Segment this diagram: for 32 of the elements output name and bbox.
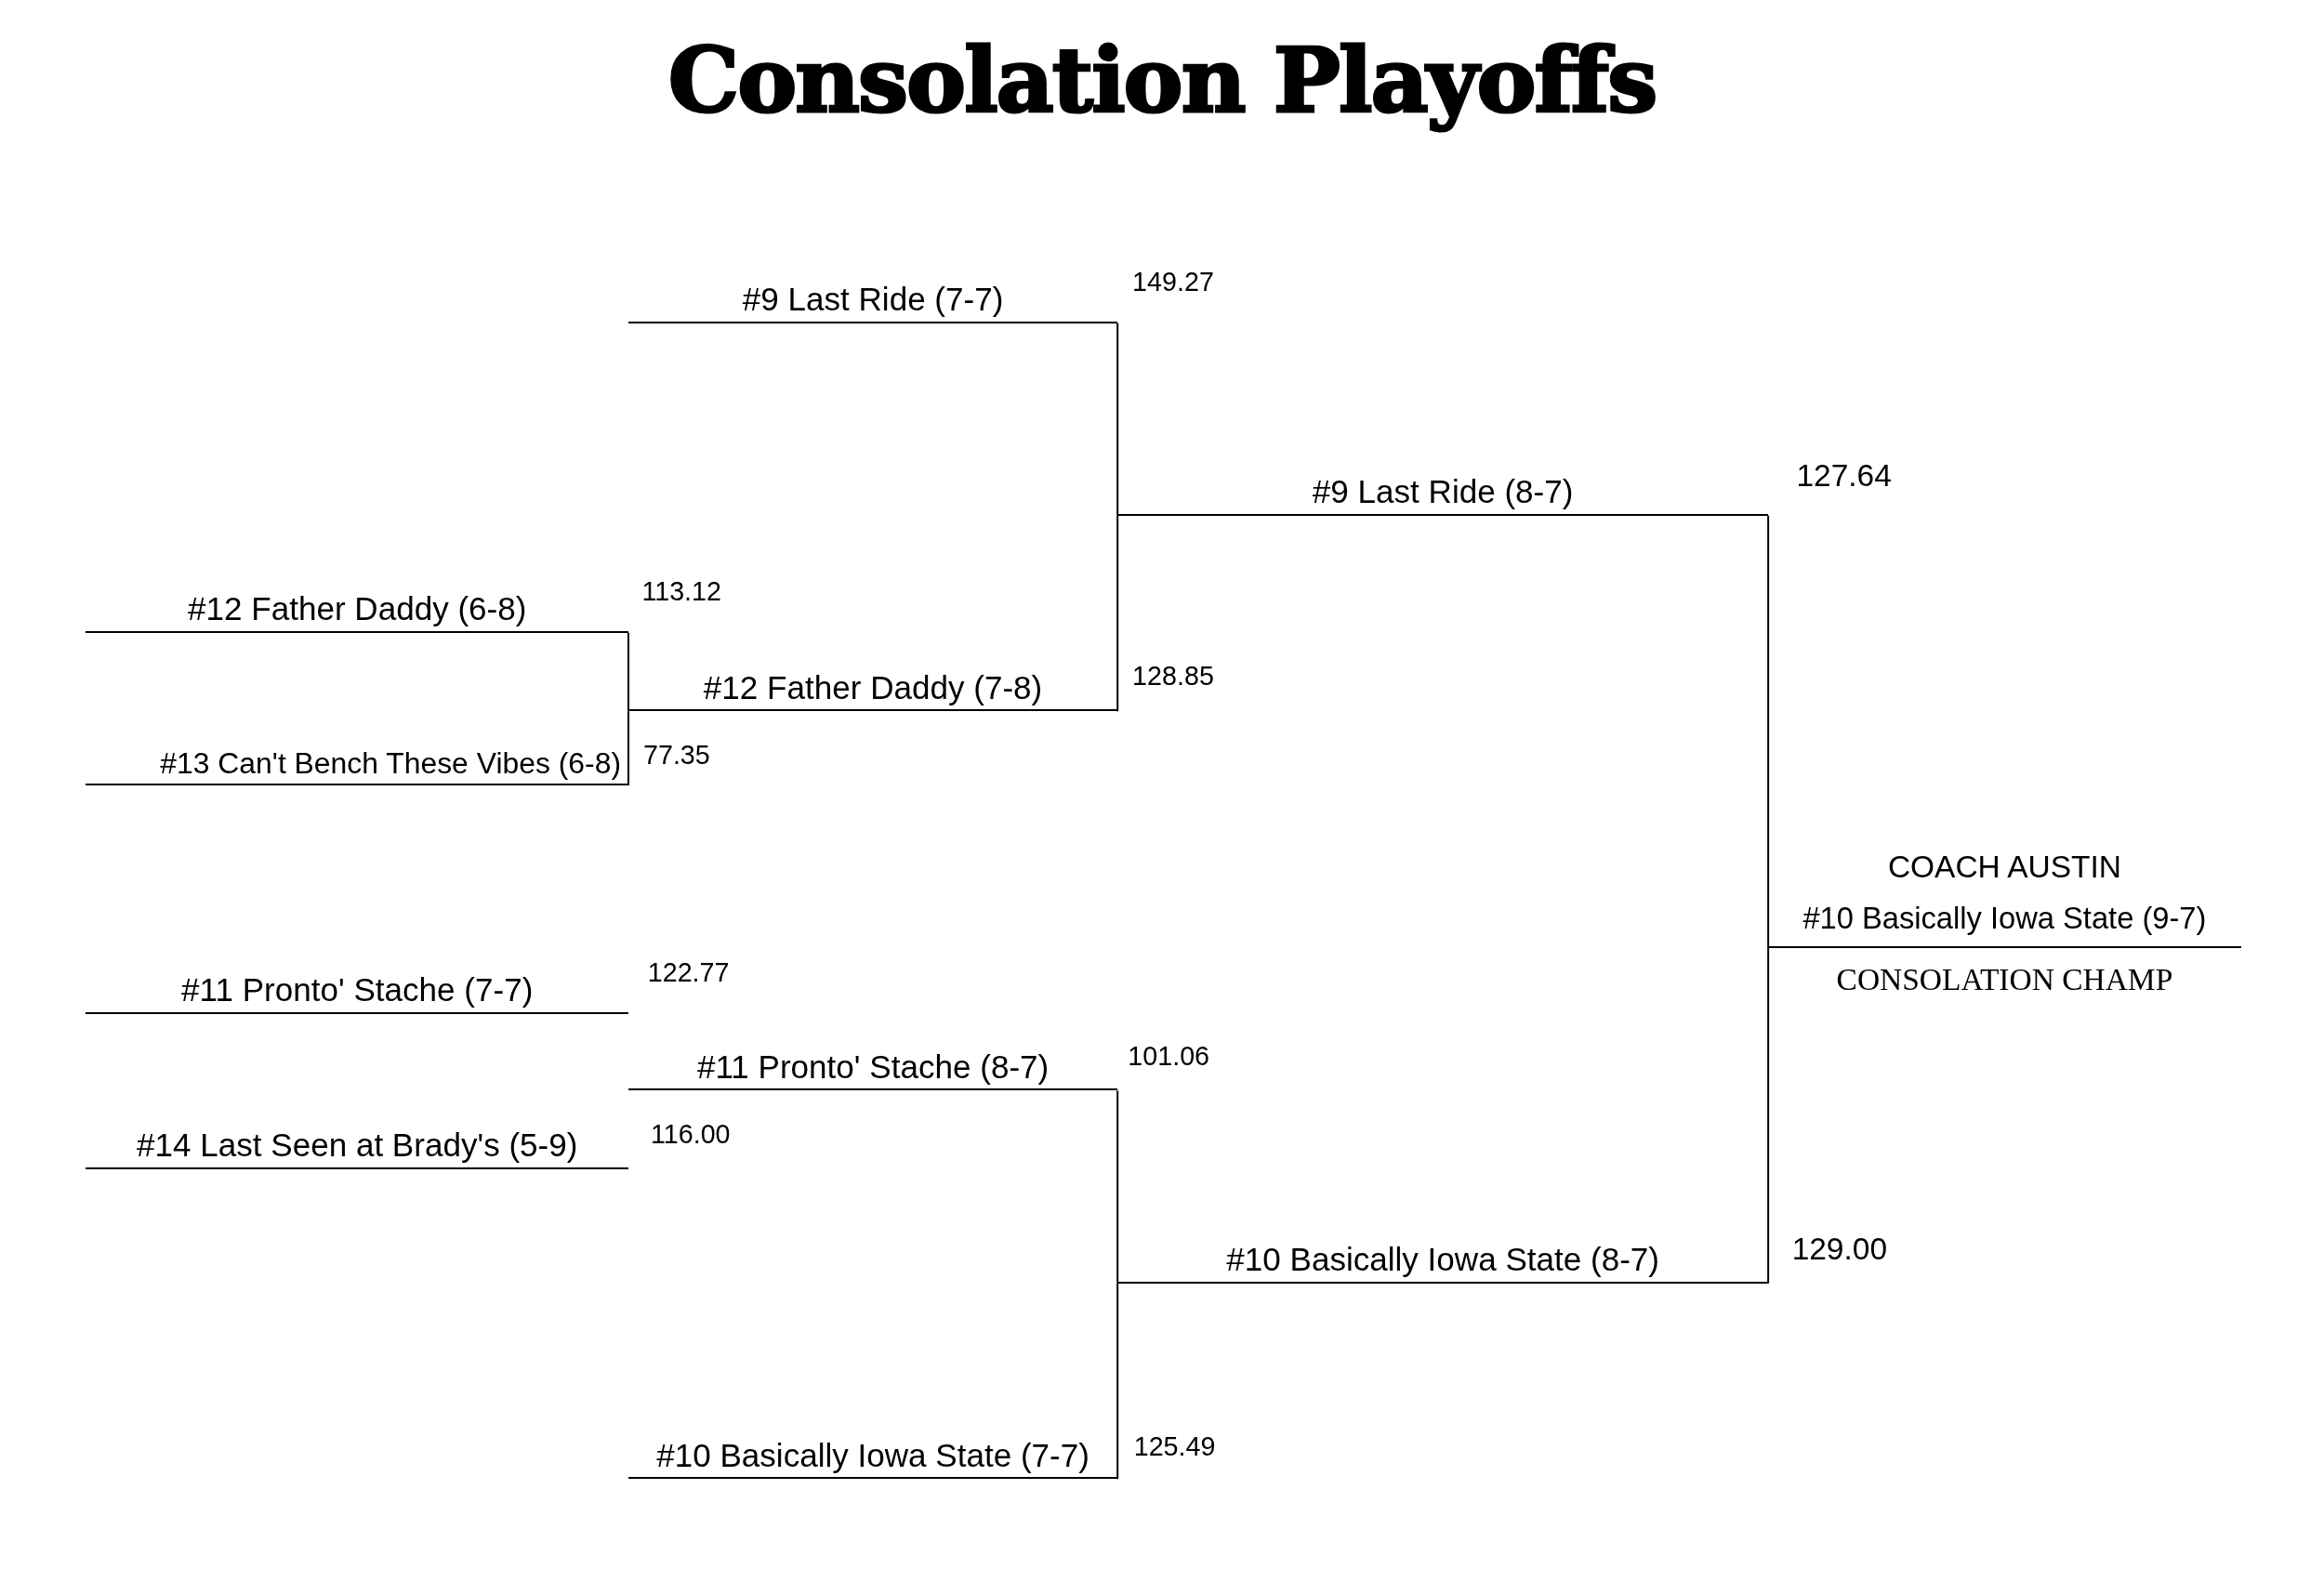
team-name: #12 Father Daddy (6-8) <box>188 591 527 629</box>
score-label: 128.85 <box>1132 663 1214 691</box>
bracket-connector <box>1767 514 1770 948</box>
team-name: #10 Basically Iowa State (7-7) <box>656 1437 1089 1475</box>
bracket-connector <box>1116 514 1119 713</box>
bracket-connector <box>1116 1282 1119 1481</box>
score-label: 125.49 <box>1133 1433 1216 1461</box>
team-name: #9 Last Ride (7-7) <box>742 282 1004 319</box>
bracket-title: Consolation Playoffs <box>667 28 1657 133</box>
team-name: #11 Pronto' Stache (7-7) <box>181 972 534 1009</box>
team-name: #14 Last Seen at Brady's (5-9) <box>137 1127 578 1166</box>
score-label: 101.06 <box>1128 1042 1210 1070</box>
score-label: 116.00 <box>650 1121 731 1148</box>
team-name: #13 Can't Bench These Vibes (6-8) <box>160 746 622 782</box>
team-name: #12 Father Daddy (7-8) <box>703 669 1043 707</box>
bracket-connector <box>1767 945 1770 1285</box>
team-name: #9 Last Ride (8-7) <box>1312 474 1574 512</box>
team-name: #10 Basically Iowa State (9-7) <box>1802 901 2208 937</box>
score-label: 113.12 <box>641 578 721 606</box>
score-label: 77.35 <box>642 741 710 769</box>
score-label: 129.00 <box>1791 1233 1887 1265</box>
score-label: 122.77 <box>647 959 730 986</box>
coach-name: COACH AUSTIN <box>1886 849 2122 885</box>
bracket-connector <box>1116 1089 1119 1285</box>
team-name: #11 Pronto' Stache (8-7) <box>696 1048 1050 1087</box>
team-name: #10 Basically Iowa State (8-7) <box>1226 1242 1660 1280</box>
score-label: 149.27 <box>1132 269 1214 296</box>
bracket-connector <box>627 631 630 713</box>
score-label: 127.64 <box>1796 459 1892 492</box>
bracket-connector <box>627 710 630 787</box>
champion-caption: CONSOLATION CHAMP <box>1835 961 2174 997</box>
bracket-connector <box>1116 322 1119 517</box>
